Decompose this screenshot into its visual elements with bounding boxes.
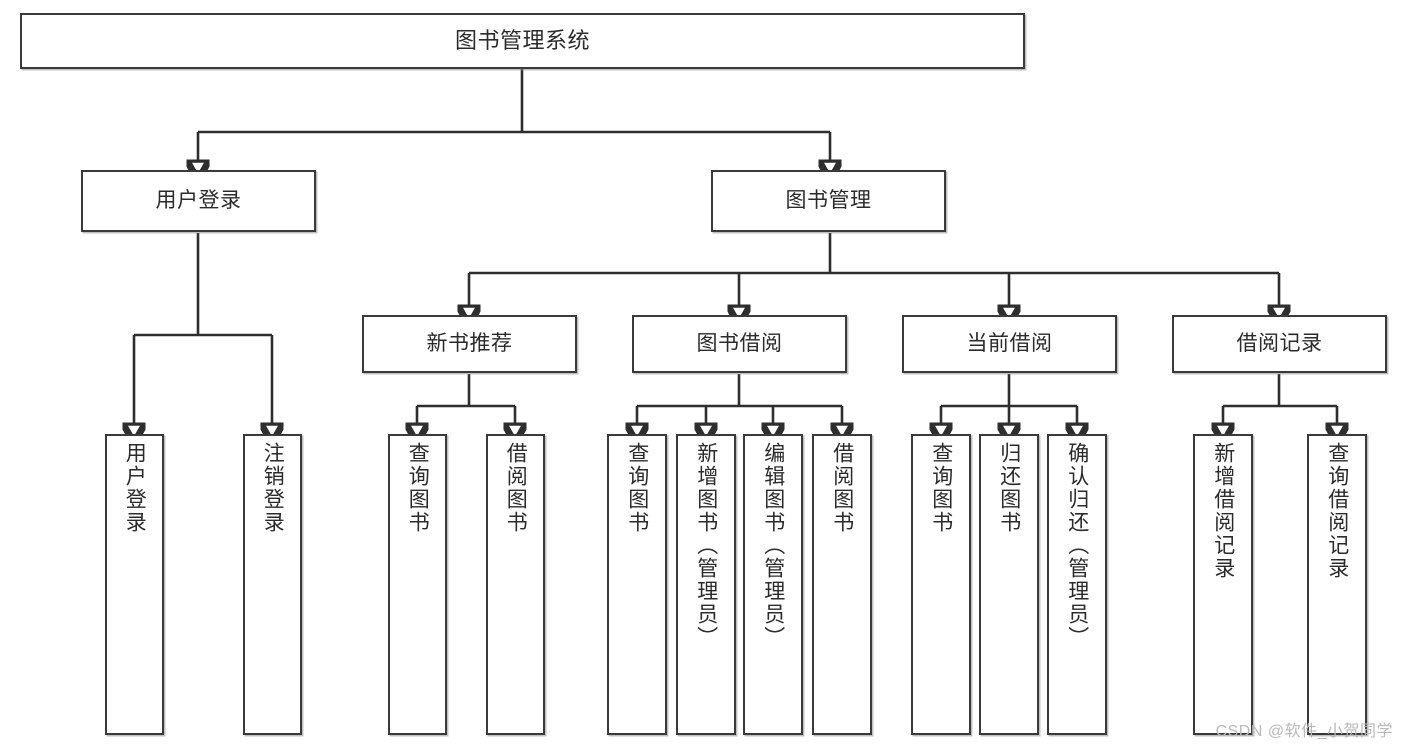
- leaf-new-book-borrow[interactable]: 借阅图书: [486, 434, 545, 735]
- leaf-new-book-query[interactable]: 查询图书: [388, 434, 447, 735]
- node-label: 图书管理系统: [454, 28, 590, 54]
- node-label: 查询借阅记录: [1325, 442, 1349, 580]
- node-label: 归还图书: [997, 442, 1021, 534]
- leaf-current-borrow-query[interactable]: 查询图书: [911, 434, 971, 735]
- node-new-book-recommend[interactable]: 新书推荐: [362, 315, 577, 373]
- node-label: 图书借阅: [696, 331, 783, 355]
- leaf-user-login-signout[interactable]: 注销登录: [243, 434, 302, 735]
- node-label: 确认归还（管理员）: [1065, 442, 1089, 649]
- leaf-user-login-signin[interactable]: 用户登录: [105, 434, 164, 735]
- node-label: 查询图书: [929, 442, 953, 534]
- node-label: 用户登录: [123, 442, 147, 534]
- node-current-borrow[interactable]: 当前借阅: [902, 315, 1117, 373]
- leaf-borrow-record-add[interactable]: 新增借阅记录: [1193, 434, 1253, 735]
- leaf-book-borrow-query[interactable]: 查询图书: [607, 434, 667, 735]
- node-borrow-record[interactable]: 借阅记录: [1172, 315, 1387, 373]
- leaf-book-borrow-edit[interactable]: 编辑图书（管理员）: [743, 434, 803, 735]
- node-label: 编辑图书（管理员）: [761, 442, 785, 649]
- leaf-borrow-record-query[interactable]: 查询借阅记录: [1307, 434, 1367, 735]
- leaf-book-borrow-add[interactable]: 新增图书（管理员）: [676, 434, 736, 735]
- node-label: 借阅图书: [504, 442, 528, 534]
- leaf-book-borrow-borrow[interactable]: 借阅图书: [812, 434, 872, 735]
- node-root-library-management-system[interactable]: 图书管理系统: [20, 13, 1025, 69]
- node-label: 查询图书: [406, 442, 430, 534]
- node-label: 当前借阅: [966, 331, 1053, 355]
- node-book-management[interactable]: 图书管理: [711, 170, 946, 232]
- node-label: 借阅图书: [830, 442, 854, 534]
- node-label: 注销登录: [261, 442, 285, 534]
- leaf-current-borrow-confirm-return[interactable]: 确认归还（管理员）: [1047, 434, 1107, 735]
- watermark: CSDN @软件_小贺同学: [1215, 723, 1393, 740]
- node-label: 用户登录: [155, 188, 242, 212]
- node-label: 新增图书（管理员）: [694, 442, 718, 649]
- node-label: 新书推荐: [426, 331, 513, 355]
- node-label: 图书管理: [785, 188, 872, 212]
- node-label: 新增借阅记录: [1211, 442, 1235, 580]
- node-user-login[interactable]: 用户登录: [81, 170, 316, 232]
- node-label: 查询图书: [625, 442, 649, 534]
- leaf-current-borrow-return[interactable]: 归还图书: [979, 434, 1039, 735]
- node-book-borrow[interactable]: 图书借阅: [632, 315, 847, 373]
- node-label: 借阅记录: [1236, 331, 1323, 355]
